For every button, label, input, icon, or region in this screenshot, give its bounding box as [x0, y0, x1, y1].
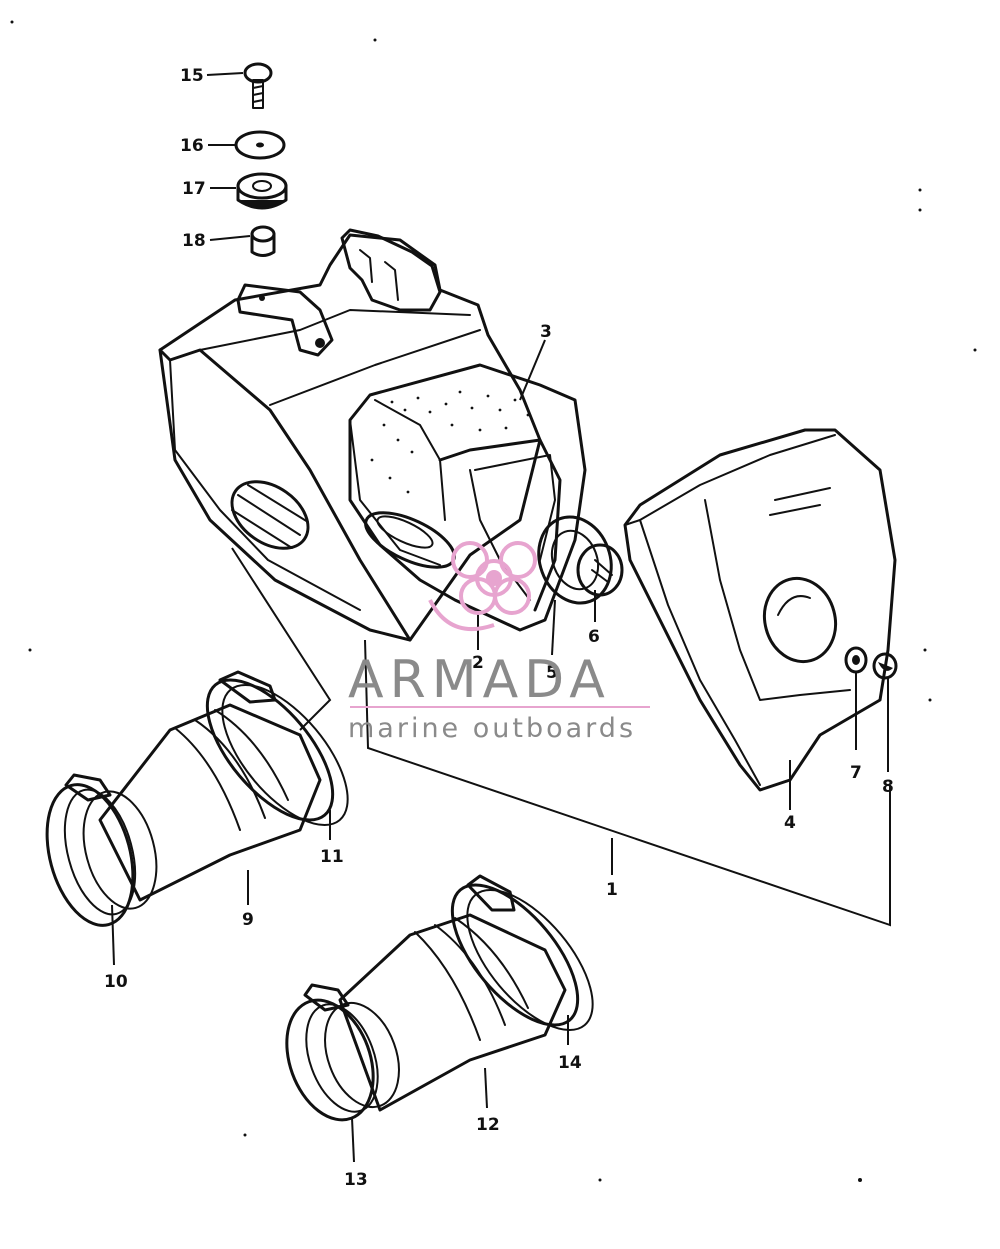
bolt-15 [243, 62, 273, 109]
watermark-tagline: marine outboards [348, 713, 636, 744]
part-labels: 15 16 17 18 3 2 5 6 7 8 4 1 11 9 10 14 1… [104, 66, 894, 1190]
air-cleaner-case [158, 228, 542, 642]
part-label-10: 10 [104, 972, 128, 992]
part-label-7: 7 [850, 763, 862, 783]
grommet-17 [236, 172, 288, 210]
part-label-13: 13 [344, 1170, 368, 1190]
part-label-17: 17 [182, 179, 206, 199]
part-label-11: 11 [320, 847, 344, 867]
part-label-3: 3 [540, 322, 552, 342]
plug-8 [872, 652, 898, 680]
part-label-12: 12 [476, 1115, 500, 1135]
watermark-brand: ARMADA [348, 650, 611, 710]
part-label-18: 18 [182, 231, 206, 251]
inlet-hose-9 [45, 670, 349, 927]
part-label-2: 2 [472, 653, 484, 673]
part-label-16: 16 [180, 136, 204, 156]
part-label-9: 9 [242, 910, 254, 930]
collar-18 [250, 225, 276, 257]
leader-lines [111, 72, 891, 1163]
part-label-8: 8 [882, 777, 894, 797]
part-label-5: 5 [546, 663, 558, 683]
part-label-15: 15 [180, 66, 204, 86]
part-label-4: 4 [784, 813, 796, 833]
wing-nut [537, 515, 624, 605]
part-label-6: 6 [588, 627, 600, 647]
scan-specks [10, 20, 977, 1182]
part-label-1: 1 [606, 880, 618, 900]
flower-logo-icon [428, 541, 537, 632]
watermark: ARMADA marine outboards [348, 541, 650, 744]
air-cleaner-cover [623, 428, 897, 792]
filter-element [348, 363, 587, 632]
part-label-14: 14 [558, 1053, 582, 1073]
